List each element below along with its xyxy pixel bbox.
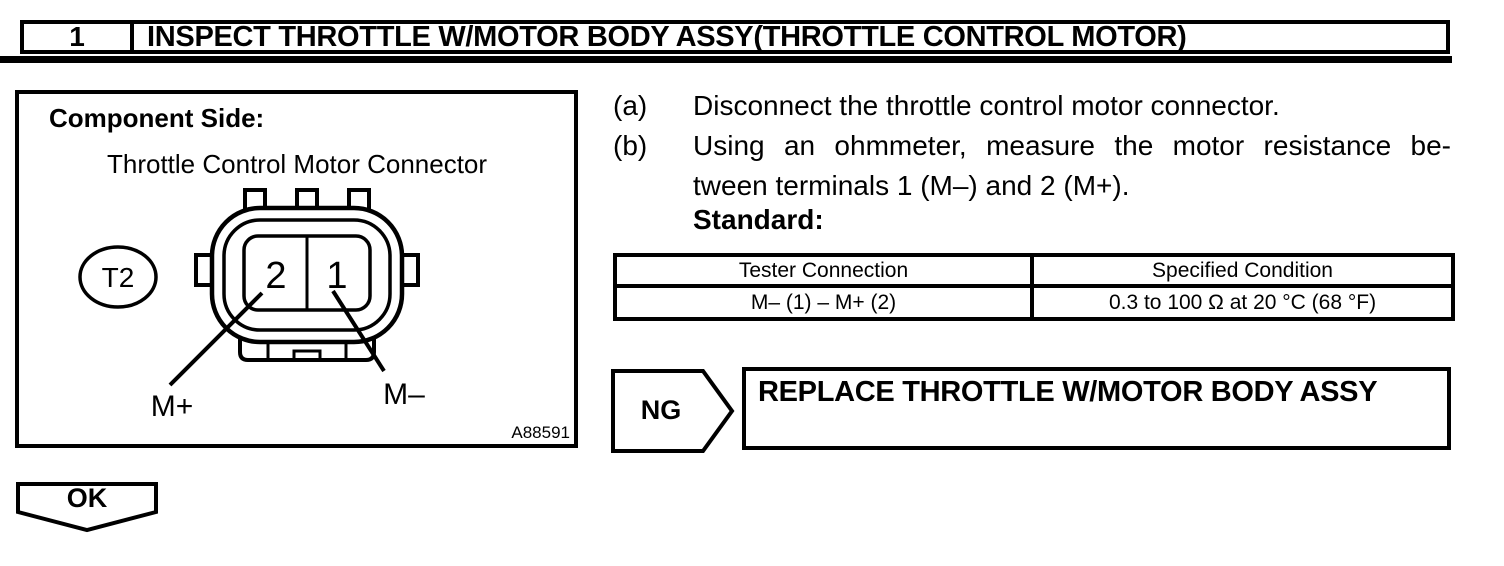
terminal-number-2: 2 bbox=[265, 255, 286, 297]
instruction-b-marker: (b) bbox=[613, 130, 648, 161]
table-header-specified-condition: Specified Condition bbox=[1030, 253, 1455, 288]
instruction-b-line1: Using an ohmmeter, measure the motor res… bbox=[693, 130, 1451, 161]
table-cell-tester-connection: M– (1) – M+ (2) bbox=[613, 284, 1034, 321]
connector-diagram: T2 2 1 M+ M– A88591 bbox=[78, 188, 570, 442]
standard-label: Standard: bbox=[693, 204, 824, 235]
ng-action-box: REPLACE THROTTLE W/MOTOR BODY ASSY bbox=[742, 367, 1451, 450]
table-cell-specified-condition: 0.3 to 100 Ω at 20 °C (68 °F) bbox=[1030, 284, 1455, 321]
terminal-number-1: 1 bbox=[326, 255, 347, 297]
ng-label: NG bbox=[640, 394, 682, 425]
connector-top-tab bbox=[347, 188, 371, 214]
ok-pentagon bbox=[16, 482, 158, 533]
table-header-row: Tester Connection Specified Condition bbox=[613, 253, 1455, 288]
header-rule bbox=[0, 56, 1452, 63]
leader-line-m-minus bbox=[331, 289, 386, 373]
connector-tag-oval bbox=[78, 245, 158, 309]
step-header: 1 INSPECT THROTTLE W/MOTOR BODY ASSY(THR… bbox=[20, 20, 1450, 54]
leader-line-m-plus bbox=[168, 291, 264, 387]
figure-box: Component Side: Throttle Control Motor C… bbox=[15, 90, 578, 448]
figure-code: A88591 bbox=[511, 423, 570, 442]
connector-side-tab-left bbox=[194, 253, 216, 287]
terminal-label-m-plus: M+ bbox=[151, 390, 194, 423]
connector-top-tab bbox=[243, 188, 267, 214]
ng-arrow-shape bbox=[611, 369, 735, 453]
ok-banner-shape bbox=[16, 482, 158, 533]
step-number: 1 bbox=[24, 21, 134, 52]
specification-table: Tester Connection Specified Condition M–… bbox=[613, 253, 1455, 321]
table-header-tester-connection: Tester Connection bbox=[613, 253, 1034, 288]
instruction-a-marker: (a) bbox=[613, 90, 648, 121]
connector-side-tab-right bbox=[398, 253, 420, 287]
connector-inner-outline bbox=[222, 218, 392, 332]
connector-lock-tab bbox=[292, 349, 322, 362]
step-title: INSPECT THROTTLE W/MOTOR BODY ASSY(THROT… bbox=[147, 20, 1187, 53]
figure-subcaption: Throttle Control Motor Connector bbox=[107, 149, 488, 179]
figure-caption: Component Side: bbox=[49, 103, 265, 133]
ok-label: OK bbox=[66, 483, 108, 513]
terminal-label-m-minus: M– bbox=[383, 378, 425, 411]
instruction-b-line2: tween terminals 1 (M–) and 2 (M+). bbox=[693, 170, 1130, 201]
connector-tag-label: T2 bbox=[102, 262, 135, 293]
connector-top-tab bbox=[295, 188, 319, 214]
instruction-a-text: Disconnect the throttle control motor co… bbox=[693, 90, 1280, 121]
connector-bottom-detail bbox=[266, 340, 348, 360]
table-row: M– (1) – M+ (2) 0.3 to 100 Ω at 20 °C (6… bbox=[613, 284, 1455, 321]
ng-pentagon bbox=[611, 369, 735, 453]
